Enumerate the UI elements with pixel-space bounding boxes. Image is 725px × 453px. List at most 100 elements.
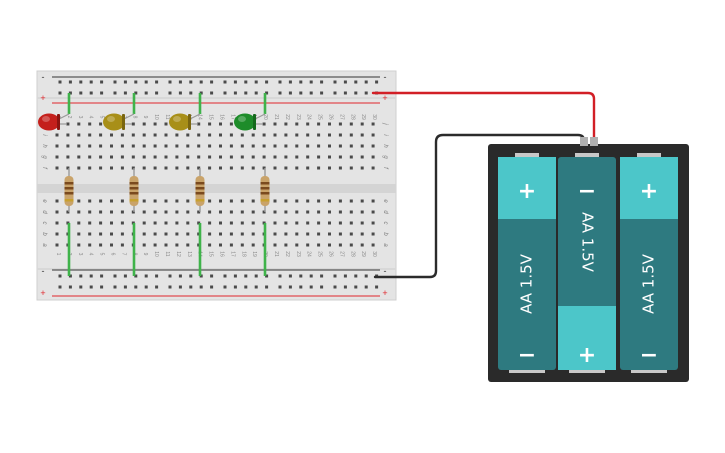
terminal-hole[interactable] (55, 199, 59, 203)
terminal-hole[interactable] (175, 166, 179, 170)
terminal-hole[interactable] (110, 144, 113, 148)
terminal-hole[interactable] (349, 122, 353, 126)
terminal-hole[interactable] (110, 133, 113, 137)
terminal-hole[interactable] (306, 243, 310, 247)
resistor[interactable] (195, 168, 205, 212)
rail-hole[interactable] (343, 274, 347, 278)
terminal-hole[interactable] (328, 221, 331, 225)
terminal-hole[interactable] (88, 199, 92, 203)
terminal-hole[interactable] (371, 232, 375, 236)
terminal-hole[interactable] (88, 210, 92, 214)
terminal-hole[interactable] (219, 133, 222, 137)
terminal-hole[interactable] (262, 155, 266, 159)
terminal-hole[interactable] (273, 243, 277, 247)
terminal-hole[interactable] (55, 232, 59, 236)
terminal-hole[interactable] (175, 133, 179, 137)
terminal-hole[interactable] (120, 144, 124, 148)
terminal-hole[interactable] (164, 232, 168, 236)
terminal-hole[interactable] (306, 166, 310, 170)
terminal-hole[interactable] (251, 243, 255, 247)
rail-hole[interactable] (320, 285, 324, 289)
terminal-hole[interactable] (338, 133, 342, 137)
terminal-hole[interactable] (240, 232, 244, 236)
rail-hole[interactable] (210, 285, 214, 289)
terminal-hole[interactable] (175, 199, 179, 203)
terminal-hole[interactable] (153, 199, 157, 203)
terminal-hole[interactable] (229, 232, 233, 236)
terminal-hole[interactable] (186, 155, 190, 159)
terminal-hole[interactable] (153, 210, 157, 214)
terminal-hole[interactable] (295, 122, 299, 126)
rail-hole[interactable] (375, 285, 379, 289)
terminal-hole[interactable] (338, 155, 342, 159)
rail-hole[interactable] (123, 285, 127, 289)
terminal-hole[interactable] (273, 122, 277, 126)
terminal-hole[interactable] (306, 144, 310, 148)
terminal-hole[interactable] (153, 232, 157, 236)
terminal-hole[interactable] (131, 122, 135, 126)
terminal-hole[interactable] (273, 133, 277, 137)
terminal-hole[interactable] (229, 199, 233, 203)
terminal-hole[interactable] (120, 155, 124, 159)
rail-hole[interactable] (254, 285, 258, 289)
terminal-hole[interactable] (77, 210, 81, 214)
terminal-hole[interactable] (186, 232, 190, 236)
rail-hole[interactable] (354, 285, 358, 289)
terminal-hole[interactable] (153, 243, 157, 247)
terminal-hole[interactable] (251, 133, 255, 137)
terminal-hole[interactable] (120, 199, 124, 203)
terminal-hole[interactable] (208, 210, 212, 214)
rail-hole[interactable] (123, 80, 127, 84)
rail-hole[interactable] (320, 80, 324, 84)
rail-hole[interactable] (123, 274, 127, 278)
rail-hole[interactable] (58, 274, 62, 278)
rail-hole[interactable] (254, 91, 258, 95)
terminal-hole[interactable] (197, 166, 201, 170)
terminal-hole[interactable] (371, 199, 375, 203)
terminal-hole[interactable] (240, 243, 244, 247)
rail-hole[interactable] (278, 274, 282, 278)
terminal-hole[interactable] (88, 166, 92, 170)
led-yellow[interactable] (103, 113, 135, 131)
breadboard[interactable]: --++--++11223344556677889910101111121213… (36, 70, 397, 301)
terminal-hole[interactable] (99, 133, 103, 137)
terminal-hole[interactable] (349, 232, 353, 236)
terminal-hole[interactable] (186, 243, 190, 247)
terminal-hole[interactable] (251, 166, 255, 170)
terminal-hole[interactable] (229, 144, 233, 148)
terminal-hole[interactable] (360, 210, 364, 214)
rail-hole[interactable] (364, 285, 368, 289)
terminal-hole[interactable] (251, 144, 255, 148)
terminal-hole[interactable] (142, 166, 146, 170)
rail-hole[interactable] (144, 91, 148, 95)
terminal-hole[interactable] (240, 199, 244, 203)
terminal-hole[interactable] (328, 166, 331, 170)
terminal-hole[interactable] (66, 166, 70, 170)
battery-cell[interactable]: +−AA 1.5V (620, 153, 678, 373)
terminal-hole[interactable] (229, 122, 233, 126)
terminal-hole[interactable] (219, 243, 222, 247)
terminal-hole[interactable] (175, 155, 179, 159)
terminal-hole[interactable] (99, 199, 103, 203)
terminal-hole[interactable] (349, 166, 353, 170)
rail-hole[interactable] (278, 80, 282, 84)
terminal-hole[interactable] (110, 166, 113, 170)
terminal-hole[interactable] (219, 122, 222, 126)
rail-hole[interactable] (100, 80, 104, 84)
terminal-hole[interactable] (371, 166, 375, 170)
rail-hole[interactable] (354, 80, 358, 84)
terminal-hole[interactable] (328, 122, 331, 126)
rail-hole[interactable] (123, 91, 127, 95)
terminal-hole[interactable] (306, 122, 310, 126)
terminal-hole[interactable] (229, 155, 233, 159)
terminal-hole[interactable] (328, 133, 331, 137)
terminal-hole[interactable] (251, 232, 255, 236)
terminal-hole[interactable] (360, 199, 364, 203)
terminal-hole[interactable] (99, 221, 103, 225)
rail-hole[interactable] (223, 91, 227, 95)
rail-hole[interactable] (113, 274, 117, 278)
terminal-hole[interactable] (317, 221, 321, 225)
terminal-hole[interactable] (317, 155, 321, 159)
battery-terminal-positive[interactable] (590, 137, 598, 146)
terminal-hole[interactable] (306, 199, 310, 203)
